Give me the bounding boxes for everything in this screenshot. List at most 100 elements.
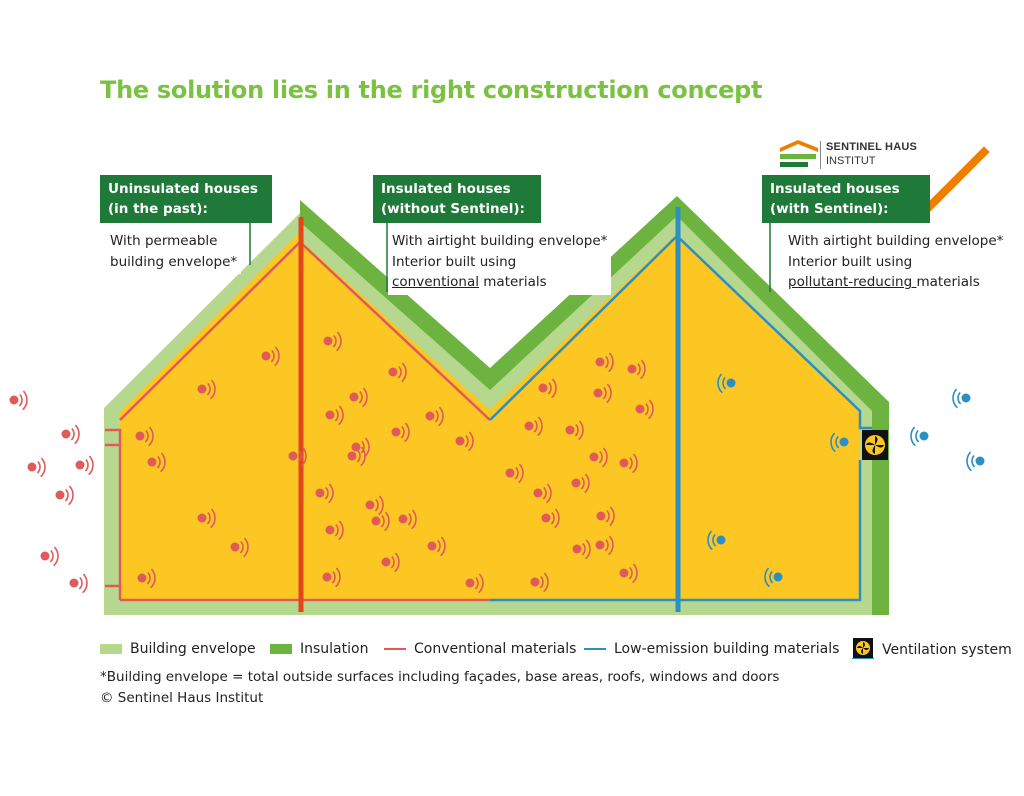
- emission-symbol-red: [388, 362, 407, 383]
- footnote: *Building envelope = total outside surfa…: [100, 669, 780, 685]
- legend-swatch-insulation: [270, 644, 292, 654]
- emission-symbol-red: [135, 426, 154, 447]
- sentinel-logo-icon: [780, 140, 818, 167]
- emission-symbol-red: [425, 406, 444, 427]
- emission-symbol-red: [288, 446, 307, 467]
- emission-symbol-red: [325, 405, 344, 426]
- desc-uninsulated-line1: With permeable: [110, 233, 218, 249]
- emission-symbol-red: [391, 422, 410, 443]
- sentinel-logo-text: SENTINEL HAUS INSTITUT: [826, 140, 917, 168]
- emission-symbol-red: [596, 506, 615, 527]
- desc-insulated-without-rest: materials: [478, 274, 547, 290]
- emission-symbol-red: [571, 473, 590, 494]
- interior-yellow: [120, 232, 860, 600]
- emission-symbol-blue: [966, 451, 985, 472]
- desc-insulated-with-line1: With airtight building envelope*: [788, 233, 1004, 249]
- emission-symbol-red: [230, 537, 249, 558]
- emission-symbol-red: [197, 379, 216, 400]
- legend-swatch-low-emission: [584, 648, 606, 650]
- emission-symbol-red: [381, 552, 400, 573]
- label-uninsulated-line1: Uninsulated houses: [108, 181, 258, 197]
- emission-symbol-red: [365, 495, 384, 516]
- legend-item-envelope: Building envelope: [100, 641, 256, 657]
- label-insulated-without: Insulated houses (without Sentinel):: [373, 175, 541, 223]
- emission-symbol-red: [572, 539, 591, 560]
- legend-swatch-envelope: [100, 644, 122, 654]
- emission-symbol-red: [565, 420, 584, 441]
- emission-symbol-red: [323, 331, 342, 352]
- copyright: © Sentinel Haus Institut: [100, 690, 264, 706]
- desc-uninsulated-line2: building envelope*: [110, 253, 238, 270]
- legend-item-conventional: Conventional materials: [384, 641, 576, 657]
- label-uninsulated-line2: (in the past):: [108, 201, 208, 217]
- emission-symbol-red: [75, 455, 94, 476]
- emission-symbol-red: [595, 352, 614, 373]
- desc-insulated-with-line2: Interior built using: [788, 253, 913, 270]
- desc-insulated-with-line3: pollutant-reducing materials: [788, 272, 1003, 293]
- desc-insulated-without-line1: With airtight building envelope*: [392, 233, 608, 249]
- label-insulated-with-line2: (with Sentinel):: [770, 201, 889, 217]
- emission-symbol-red: [530, 572, 549, 593]
- desc-insulated-without-line2: Interior built using: [392, 253, 517, 270]
- emission-symbol-red: [325, 520, 344, 541]
- legend-item-ventilation: Ventilation system: [852, 638, 1012, 659]
- emission-symbol-blue: [764, 567, 783, 588]
- legend-item-insulation: Insulation: [270, 641, 368, 657]
- legend-label-low-emission: Low-emission building materials: [614, 641, 840, 657]
- label-insulated-without-line2: (without Sentinel):: [381, 201, 525, 217]
- emission-symbol-red: [619, 563, 638, 584]
- label-insulated-without-line1: Insulated houses: [381, 181, 511, 197]
- interior-yellow-left: [120, 240, 300, 600]
- emission-symbol-red: [455, 431, 474, 452]
- emission-symbols-red: [9, 331, 654, 594]
- legend-label-conventional: Conventional materials: [414, 641, 577, 657]
- emission-symbol-red: [349, 387, 368, 408]
- legend-label-ventilation: Ventilation system: [882, 642, 1012, 658]
- emission-symbol-red: [197, 508, 216, 529]
- desc-insulated-without-line3: conventional materials: [392, 272, 607, 293]
- emission-symbol-red: [40, 546, 59, 567]
- label-uninsulated: Uninsulated houses (in the past):: [100, 175, 272, 223]
- label-insulated-with: Insulated houses (with Sentinel):: [762, 175, 930, 223]
- label-insulated-with-line1: Insulated houses: [770, 181, 900, 197]
- emission-symbols-blue: [707, 373, 985, 588]
- brand-line2: INSTITUT: [826, 155, 876, 167]
- emission-symbol-red: [398, 509, 417, 530]
- legend-swatch-conventional: [384, 648, 406, 650]
- emission-symbol-red: [9, 390, 28, 411]
- legend-label-insulation: Insulation: [300, 641, 369, 657]
- emission-symbol-red: [619, 453, 638, 474]
- emission-symbol-blue: [830, 432, 849, 453]
- emission-symbol-red: [524, 416, 543, 437]
- emission-symbol-red: [322, 567, 341, 588]
- desc-insulated-with-underlined: pollutant-reducing: [788, 274, 917, 290]
- logo-divider: [820, 141, 821, 169]
- emission-symbol-red: [261, 346, 280, 367]
- diagram-title: The solution lies in the right construct…: [100, 76, 763, 104]
- emission-symbol-blue: [707, 530, 726, 551]
- desc-insulated-without-underlined: conventional: [392, 274, 479, 290]
- desc-uninsulated: With permeable building envelope*: [106, 229, 242, 274]
- emission-symbol-red: [347, 446, 366, 467]
- emission-symbol-red: [61, 424, 80, 445]
- emission-symbol-red: [371, 511, 390, 532]
- emission-symbol-red: [505, 463, 524, 484]
- low-emission-lines: [489, 234, 872, 602]
- desc-insulated-without: With airtight building envelope* Interio…: [388, 229, 612, 295]
- emission-symbol-red: [538, 378, 557, 399]
- emission-symbol-red: [147, 452, 166, 473]
- brand-line1: SENTINEL HAUS: [826, 141, 918, 153]
- emission-symbol-red: [635, 399, 654, 420]
- desc-insulated-with: With airtight building envelope* Interio…: [784, 229, 1008, 295]
- desc-insulated-with-rest: materials: [916, 274, 980, 290]
- emission-symbol-red: [541, 508, 560, 529]
- emission-symbol-red: [465, 573, 484, 594]
- emission-symbol-red: [589, 447, 608, 468]
- legend-label-envelope: Building envelope: [130, 641, 256, 657]
- emission-symbol-red: [593, 383, 612, 404]
- emission-symbol-red: [627, 359, 646, 380]
- emission-symbol-blue: [910, 426, 929, 447]
- emission-symbol-blue: [717, 373, 736, 394]
